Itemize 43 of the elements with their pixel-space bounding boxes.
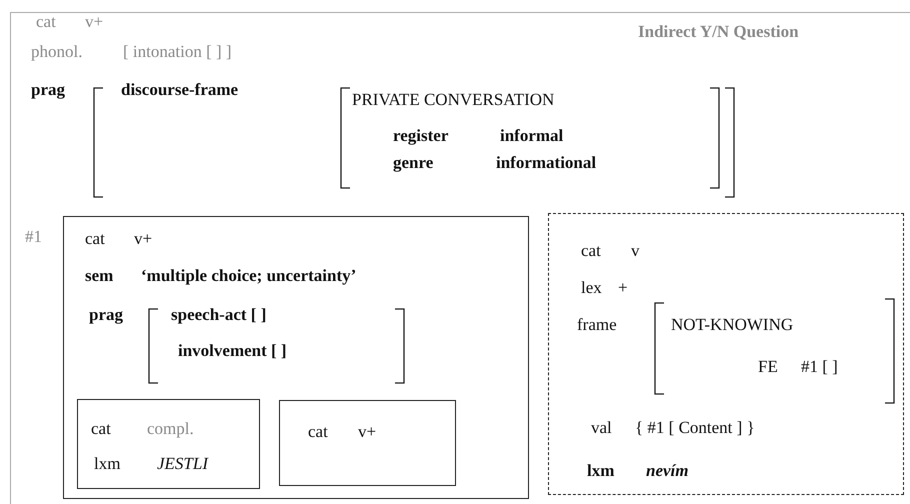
feature-name: frame: [577, 315, 617, 335]
frame-box: [10, 12, 910, 504]
feature-name: register: [393, 126, 448, 146]
frame-name: PRIVATE CONVERSATION: [352, 90, 554, 110]
frame-name: NOT-KNOWING: [671, 315, 794, 335]
feature-value: { #1 [ Content ] }: [635, 418, 755, 438]
feature-value: nevím: [646, 461, 688, 481]
feature-value: #1 [ ]: [801, 357, 838, 377]
feature-name: involvement [ ]: [178, 341, 287, 361]
feature-value: ‘multiple choice; uncertainty’: [141, 266, 356, 286]
feature-name: cat: [308, 422, 328, 442]
feature-name: cat: [581, 241, 601, 261]
feature-box: [77, 399, 260, 489]
feature-name: lxm: [94, 454, 120, 474]
feature-value: v+: [85, 12, 104, 32]
feature-value: v: [631, 241, 640, 261]
feature-name: phonol.: [31, 42, 82, 62]
feature-value: v+: [358, 422, 376, 442]
feature-value: JESTLI: [157, 454, 208, 474]
feature-value: informational: [496, 153, 596, 173]
feature-name: prag: [89, 305, 123, 325]
feature-value: informal: [500, 126, 564, 146]
diagram-title: Indirect Y/N Question: [638, 22, 799, 42]
feature-name: speech-act [ ]: [171, 305, 266, 325]
feature-name: cat: [85, 229, 105, 249]
feature-name: FE: [758, 357, 778, 377]
dashed-frame-box: [548, 213, 904, 495]
feature-name: discourse-frame: [121, 80, 238, 100]
feature-value: compl.: [147, 419, 194, 439]
index-tag: #1: [25, 227, 42, 247]
feature-value: v+: [134, 229, 152, 249]
feature-value: +: [618, 278, 628, 298]
feature-name: cat: [91, 419, 111, 439]
feature-name: cat: [36, 12, 56, 32]
feature-box: [279, 400, 456, 486]
feature-name: genre: [393, 153, 434, 173]
feature-name: prag: [31, 80, 65, 100]
feature-name: lex: [581, 278, 602, 298]
feature-value: [ intonation [ ] ]: [123, 42, 232, 62]
feature-name: sem: [85, 266, 114, 286]
feature-name: val: [591, 418, 612, 438]
feature-name: lxm: [587, 461, 614, 481]
feature-box: [63, 216, 529, 499]
